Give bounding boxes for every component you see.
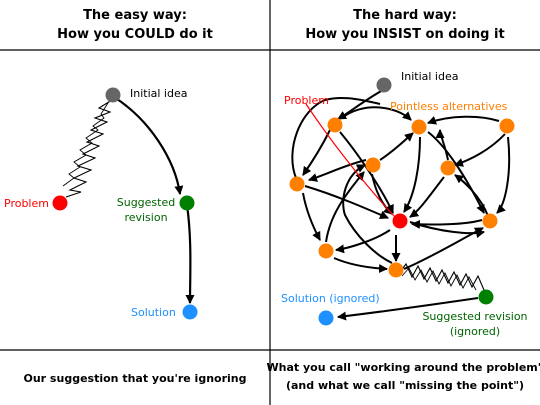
left-problem-node [52,195,68,211]
edge-r17 [325,171,365,243]
left-problem-label: Problem [4,197,49,210]
right-initial-idea-node [376,77,392,93]
edge-r22 [411,219,483,229]
right-problem-label: Problem [284,94,329,107]
left-solution-node [182,304,198,320]
edge-r25 [409,221,485,239]
left-panel: Initial idea Problem Suggested revision … [4,87,198,320]
edge-r18 [335,229,391,254]
right-alternative-node-1 [327,117,343,133]
edge-revision-to-solution [185,204,195,304]
right-header-line1: The hard way: [353,8,457,23]
left-solution-label: Solution [131,306,176,319]
left-suggested-revision-label-1: Suggested [117,196,175,209]
left-scribble-barrier-b [62,102,109,187]
right-alternative-node-9 [388,262,404,278]
left-header-line1: The easy way: [83,8,187,23]
edge-r8 [435,129,449,161]
edge-r4 [403,136,421,213]
edge-r24 [342,164,393,264]
right-header-line2: How you INSIST on doing it [305,27,504,42]
right-scribble-barrier [399,262,485,291]
edge-r1 [337,89,384,120]
left-header-line2: How you COULD do it [57,27,213,42]
right-initial-idea-label: Initial idea [401,70,458,83]
edge-r23 [454,174,489,217]
edge-r5 [427,131,485,214]
edge-r3 [427,115,500,125]
left-initial-idea-label: Initial idea [130,87,187,100]
right-edges [291,89,511,321]
edge-r26 [291,96,381,179]
edge-r27 [337,297,479,321]
right-alternative-node-2 [411,119,427,135]
right-footer-line1: What you call "working around the proble… [267,361,540,374]
left-initial-idea-node [105,87,121,103]
right-suggested-revision-label-2: (ignored) [450,325,500,338]
edge-initial-to-revision [113,96,184,195]
right-suggested-revision-label-1: Suggested revision [422,310,527,323]
right-suggested-revision-node [478,289,494,305]
right-alternatives-label: Pointless alternatives [390,100,508,113]
edge-r19 [333,257,388,274]
right-solution-ignored-label: Solution (ignored) [281,292,380,305]
right-panel: Initial idea Problem Pointless alternati… [281,70,528,338]
edge-r9 [409,176,445,218]
right-solution-node [318,310,334,326]
edge-r6 [496,136,511,214]
left-scribble-barrier [65,99,113,198]
edge-r7 [454,133,506,167]
right-scribble-barrier-b [401,267,477,291]
right-alternative-node-5 [440,160,456,176]
left-suggested-revision-node [179,195,195,211]
edge-r10 [302,129,331,176]
right-alternative-node-7 [482,213,498,229]
left-footer: Our suggestion that you're ignoring [24,372,247,385]
right-alternative-node-3 [499,118,515,134]
right-alternative-node-8 [318,243,334,259]
edge-r15 [302,192,321,241]
edge-r12 [308,159,367,182]
right-problem-node [392,213,408,229]
right-footer-line2: (and what we call "missing the point") [286,379,524,392]
edge-problem-label-pointer [305,103,396,218]
edge-r2 [341,106,412,121]
left-suggested-revision-label-2: revision [124,211,167,224]
edge-r14 [379,132,414,161]
edge-r16 [304,185,389,219]
left-edges [113,96,195,304]
right-alternative-node-4 [365,157,381,173]
right-alternative-node-6 [289,176,305,192]
